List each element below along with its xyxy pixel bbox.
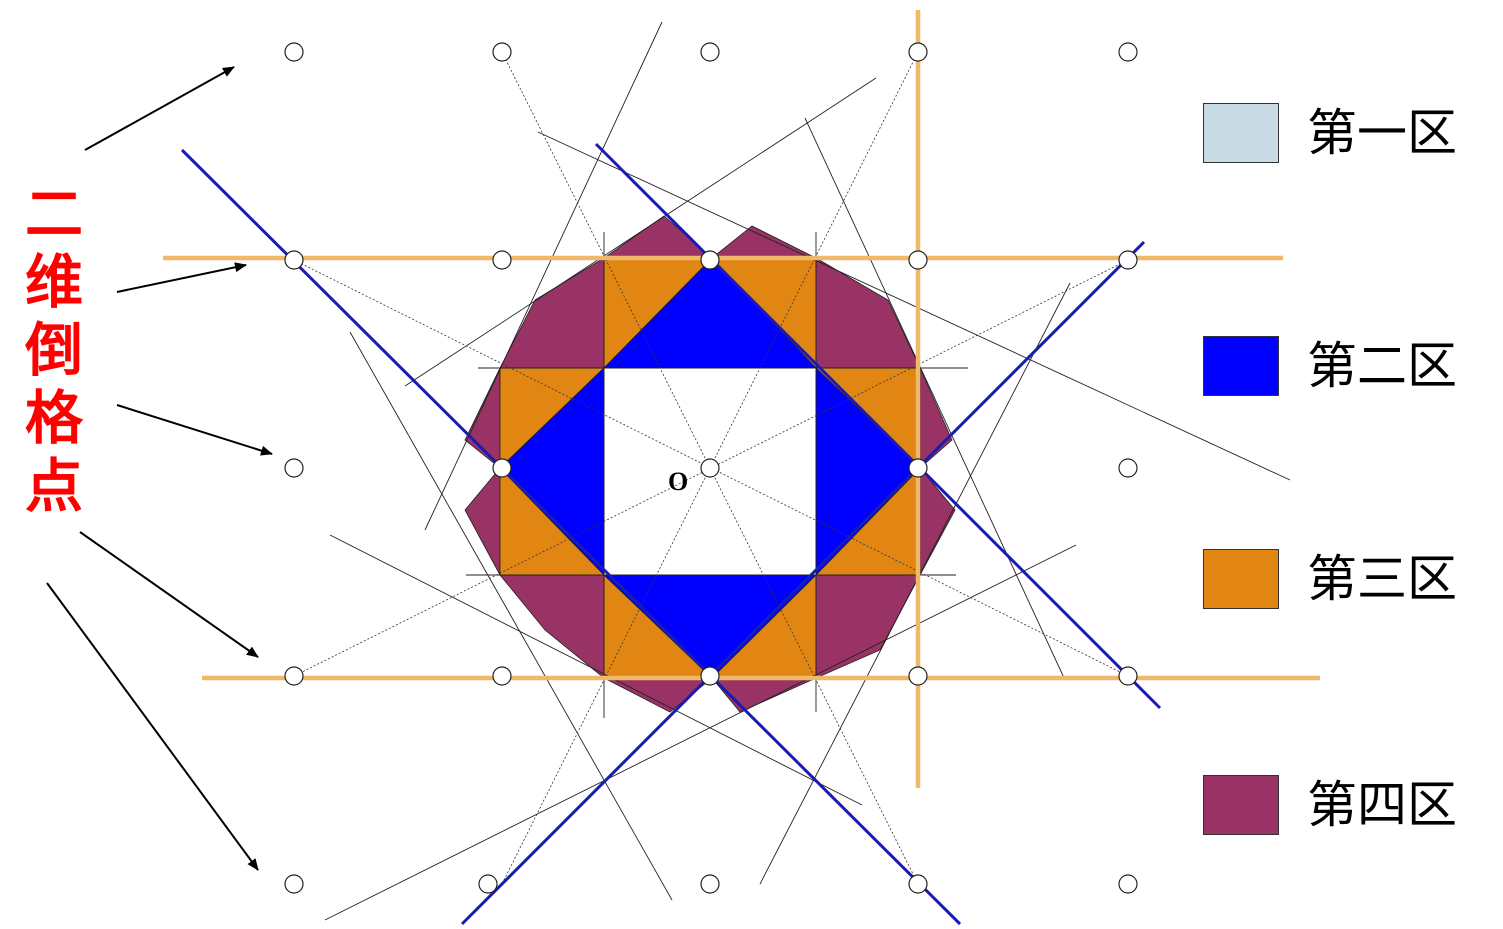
construction-line: [804, 117, 1066, 681]
pointer-arrow: [46, 582, 259, 871]
pointer-arrow: [79, 531, 259, 658]
construction-line: [324, 544, 1077, 921]
bragg-lines-blue: [180, 142, 1162, 926]
zone-4-region: [919, 367, 953, 469]
lattice-point: [908, 458, 928, 478]
lattice-point: [284, 874, 304, 894]
lattice-point: [700, 874, 720, 894]
construction-line: [329, 534, 863, 806]
legend-swatch: [1203, 103, 1279, 163]
construction-line: [537, 131, 1291, 481]
legend-label: 第三区: [1307, 550, 1457, 608]
lattice-point: [1118, 874, 1138, 894]
title-char: 维: [24, 248, 83, 316]
legend-label: 第一区: [1307, 104, 1457, 162]
legend-swatch: [1203, 775, 1279, 835]
zone-4-regions: [464, 215, 956, 713]
lattice-point: [492, 666, 512, 686]
lattice-point: [700, 458, 720, 478]
lattice-point: [700, 42, 720, 62]
title-char: 二: [24, 180, 83, 248]
legend-label: 第二区: [1307, 337, 1457, 395]
lattice-point: [284, 42, 304, 62]
lattice-point: [908, 666, 928, 686]
zone-4-region: [602, 215, 714, 259]
lattice-point: [1118, 42, 1138, 62]
pointer-arrow: [84, 66, 235, 151]
lattice-point: [284, 458, 304, 478]
lattice-point: [492, 250, 512, 270]
legend-swatch: [1203, 549, 1279, 609]
lattice-point: [908, 250, 928, 270]
origin-label: O: [668, 467, 688, 496]
lattice-point: [478, 874, 498, 894]
legend-label: 第四区: [1307, 776, 1457, 834]
lattice-point: [284, 250, 304, 270]
lattice-points: [284, 42, 1138, 894]
lattice-point: [1118, 458, 1138, 478]
bragg-line: [594, 142, 1162, 710]
zone-4-region: [815, 574, 921, 679]
legend-item-zone-4: 第四区: [1203, 775, 1493, 839]
zone-4-region: [464, 466, 501, 576]
zone-2-regions: [499, 257, 921, 679]
legend-item-zone-2: 第二区: [1203, 336, 1493, 400]
zone-4-region: [815, 257, 921, 369]
bragg-line: [460, 240, 1146, 926]
pointer-arrow: [116, 262, 247, 293]
lattice-point: [1118, 666, 1138, 686]
construction-line: [424, 21, 663, 531]
construction-line: [404, 77, 877, 387]
lattice-point: [1118, 250, 1138, 270]
pointer-arrows: [46, 66, 273, 871]
title-char: 点: [24, 452, 83, 520]
title-char: 格: [24, 384, 83, 452]
title-char: 倒: [24, 316, 83, 384]
legend-item-zone-3: 第三区: [1203, 549, 1493, 613]
lattice-point: [492, 42, 512, 62]
lattice-point: [492, 458, 512, 478]
construction-line: [759, 282, 1071, 885]
lattice-point: [700, 250, 720, 270]
lattice-point: [284, 666, 304, 686]
zone-4-region: [499, 257, 605, 369]
construction-lines: [324, 21, 1291, 921]
bragg-line: [180, 148, 962, 926]
legend-swatch: [1203, 336, 1279, 396]
lattice-point: [700, 666, 720, 686]
construction-line: [349, 331, 673, 901]
zone-4-region: [464, 367, 501, 469]
zone-4-region: [603, 677, 714, 713]
zone-4-region: [499, 574, 605, 679]
pointer-arrow: [116, 404, 273, 456]
legend-item-zone-1: 第一区: [1203, 103, 1493, 167]
lattice-point: [908, 42, 928, 62]
lattice-point: [908, 874, 928, 894]
